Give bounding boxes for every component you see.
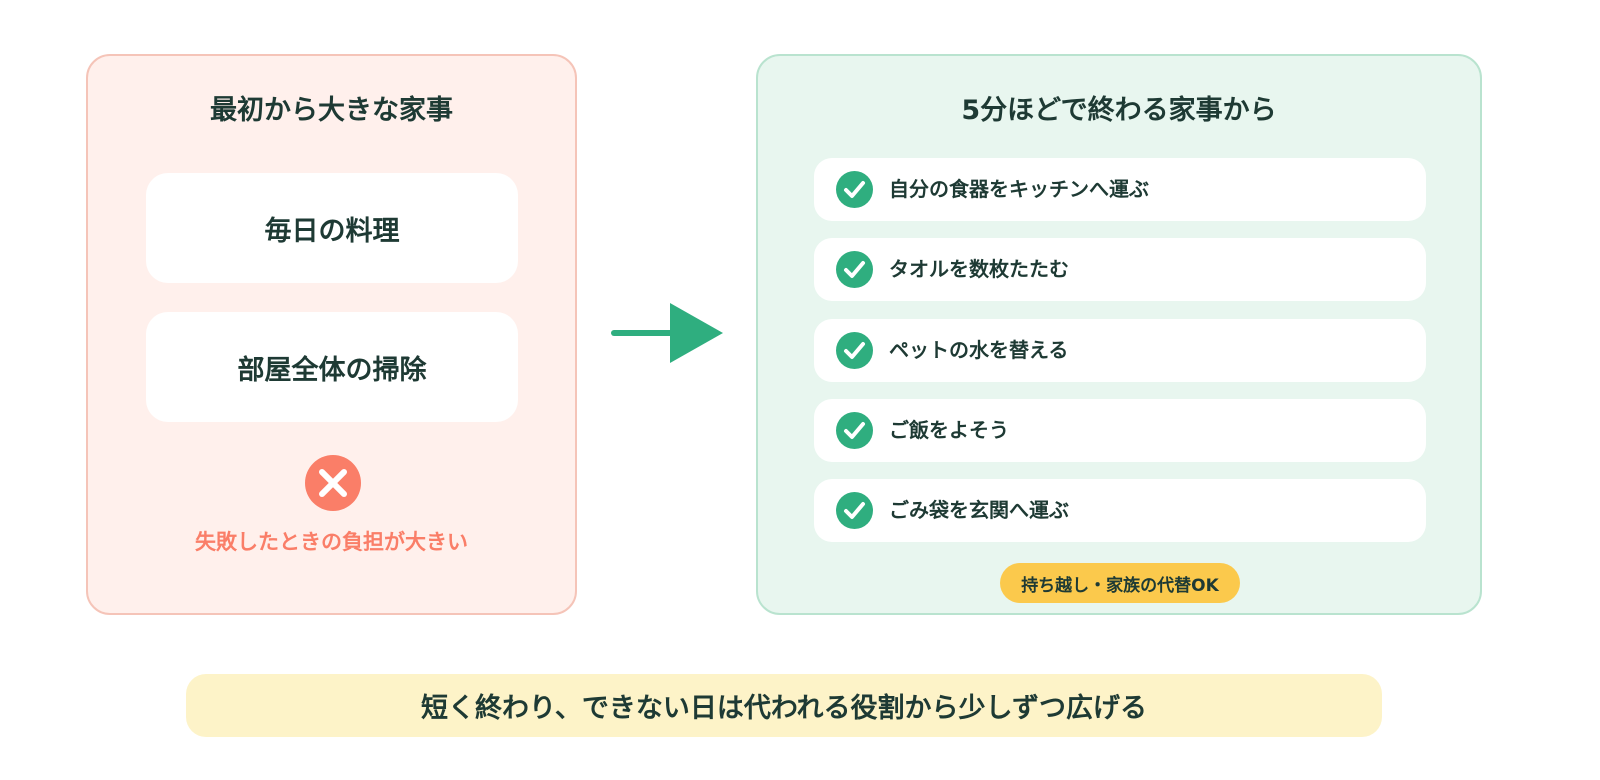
task-label: 自分の食器をキッチンへ運ぶ [889, 177, 1149, 201]
task-label: ご飯をよそう [889, 418, 1009, 442]
task-label: ごみ袋を玄関へ運ぶ [889, 498, 1069, 522]
big-chore-card-cooking: 毎日の料理 [146, 173, 518, 283]
task-row: タオルを数枚たたむ [814, 238, 1426, 301]
carryover-ok-badge: 持ち越し・家族の代替OK [1000, 563, 1240, 603]
before-panel: 最初から大きな家事 毎日の料理 部屋全体の掃除 失敗したときの負担が大きい [86, 54, 577, 615]
check-circle-icon [836, 492, 873, 529]
task-row: ペットの水を替える [814, 319, 1426, 382]
task-row: ごみ袋を玄関へ運ぶ [814, 479, 1426, 542]
task-row: 自分の食器をキッチンへ運ぶ [814, 158, 1426, 221]
check-circle-icon [836, 171, 873, 208]
check-circle-icon [836, 332, 873, 369]
failure-burden-text: 失敗したときの負担が大きい [195, 530, 468, 554]
big-chore-card-cleaning: 部屋全体の掃除 [146, 312, 518, 422]
task-label: タオルを数枚たたむ [889, 257, 1069, 281]
x-icon [305, 455, 361, 511]
before-panel-title: 最初から大きな家事 [210, 95, 453, 126]
after-panel-title: 5分ほどで終わる家事から [961, 95, 1277, 126]
check-circle-icon [836, 251, 873, 288]
check-circle-icon [836, 412, 873, 449]
arrow-right-icon [611, 303, 723, 363]
after-panel: 5分ほどで終わる家事から 自分の食器をキッチンへ運ぶ タオルを数枚たたむ ペット… [756, 54, 1482, 615]
summary-banner: 短く終わり、できない日は代われる役割から少しずつ広げる [186, 674, 1382, 737]
task-label: ペットの水を替える [889, 338, 1069, 362]
task-row: ご飯をよそう [814, 399, 1426, 462]
